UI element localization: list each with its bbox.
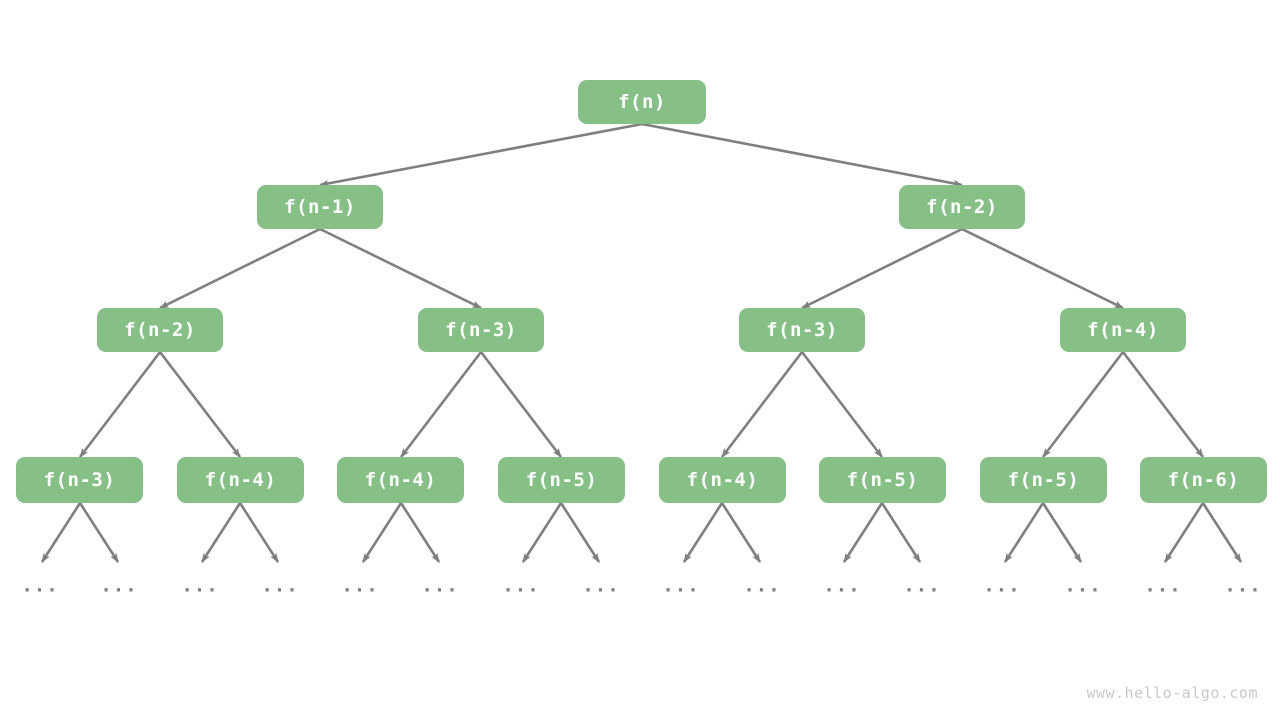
tree-edge (1201, 502, 1243, 563)
watermark: www.hello-algo.com (1086, 684, 1258, 702)
tree-node-l3-2: f(n-4) (337, 457, 464, 503)
tree-node-label: f(n-4) (1087, 319, 1159, 341)
ellipsis-marker: ... (181, 574, 219, 597)
tree-edge (521, 502, 563, 563)
tree-node-label: f(n-2) (124, 319, 196, 341)
ellipsis-marker: ... (421, 574, 459, 597)
tree-edge (40, 502, 82, 563)
tree-edge (1003, 502, 1045, 563)
tree-node-label: f(n-3) (43, 469, 116, 491)
tree-edge (682, 502, 724, 563)
tree-edge (479, 351, 563, 458)
ellipsis-marker: ... (100, 574, 138, 597)
ellipsis-marker: ... (341, 574, 379, 597)
ellipsis-marker: ... (502, 574, 540, 597)
tree-edge (159, 227, 321, 310)
tree-node-l3-6: f(n-5) (980, 457, 1107, 503)
tree-node-l3-1: f(n-4) (177, 457, 304, 503)
tree-node-l3-0: f(n-3) (16, 457, 143, 503)
tree-node-label: f(n-5) (1007, 469, 1080, 491)
tree-node-l1-1: f(n-2) (899, 185, 1025, 229)
tree-node-l2-0: f(n-2) (97, 308, 223, 352)
tree-edge (641, 122, 963, 187)
ellipsis-marker: ... (582, 574, 620, 597)
ellipsis-marker: ... (1144, 574, 1182, 597)
ellipsis-marker: ... (903, 574, 941, 597)
tree-edge (361, 502, 403, 563)
tree-node-label: f(n-4) (204, 469, 277, 491)
ellipsis-marker: ... (983, 574, 1021, 597)
tree-node-label: f(n) (618, 91, 666, 113)
ellipsis-marker: ... (662, 574, 700, 597)
tree-edge (319, 227, 482, 310)
tree-node-label: f(n-5) (846, 469, 919, 491)
ellipsis-marker: ... (743, 574, 781, 597)
tree-edge (1041, 351, 1125, 458)
tree-node-label: f(n-3) (445, 319, 517, 341)
tree-edge (78, 502, 120, 563)
tree-node-label: f(n-1) (284, 196, 356, 218)
tree-edge (399, 351, 483, 458)
tree-node-l1-0: f(n-1) (257, 185, 383, 229)
tree-node-l2-3: f(n-4) (1060, 308, 1186, 352)
tree-node-l3-3: f(n-5) (498, 457, 625, 503)
tree-node-label: f(n-4) (686, 469, 759, 491)
tree-edge (238, 502, 280, 563)
tree-edge (158, 351, 242, 458)
tree-node-l2-2: f(n-3) (739, 308, 865, 352)
tree-node-l3-7: f(n-6) (1140, 457, 1267, 503)
tree-node-l2-1: f(n-3) (418, 308, 544, 352)
tree-edge (800, 351, 884, 458)
tree-node-l3-4: f(n-4) (659, 457, 786, 503)
tree-node-label: f(n-6) (1167, 469, 1240, 491)
tree-edge (720, 502, 762, 563)
tree-node-l3-5: f(n-5) (819, 457, 946, 503)
tree-edge (880, 502, 922, 563)
ellipsis-marker: ... (21, 574, 59, 597)
tree-edge (1041, 502, 1083, 563)
tree-edge (399, 502, 441, 563)
tree-edge (1121, 351, 1205, 458)
tree-node-label: f(n-3) (766, 319, 838, 341)
tree-edge (961, 227, 1124, 310)
tree-node-label: f(n-5) (525, 469, 598, 491)
tree-edge (200, 502, 242, 563)
tree-edge (801, 227, 963, 310)
tree-edge (559, 502, 601, 563)
tree-edge (1163, 502, 1205, 563)
tree-node-label: f(n-4) (364, 469, 437, 491)
ellipsis-marker: ... (823, 574, 861, 597)
ellipsis-marker: ... (261, 574, 299, 597)
tree-node-label: f(n-2) (926, 196, 998, 218)
tree-edge (842, 502, 884, 563)
ellipsis-marker: ... (1224, 574, 1262, 597)
tree-edge (720, 351, 804, 458)
tree-edge (78, 351, 162, 458)
tree-node-l0-0: f(n) (578, 80, 706, 124)
tree-edge (319, 122, 643, 187)
ellipsis-marker: ... (1064, 574, 1102, 597)
